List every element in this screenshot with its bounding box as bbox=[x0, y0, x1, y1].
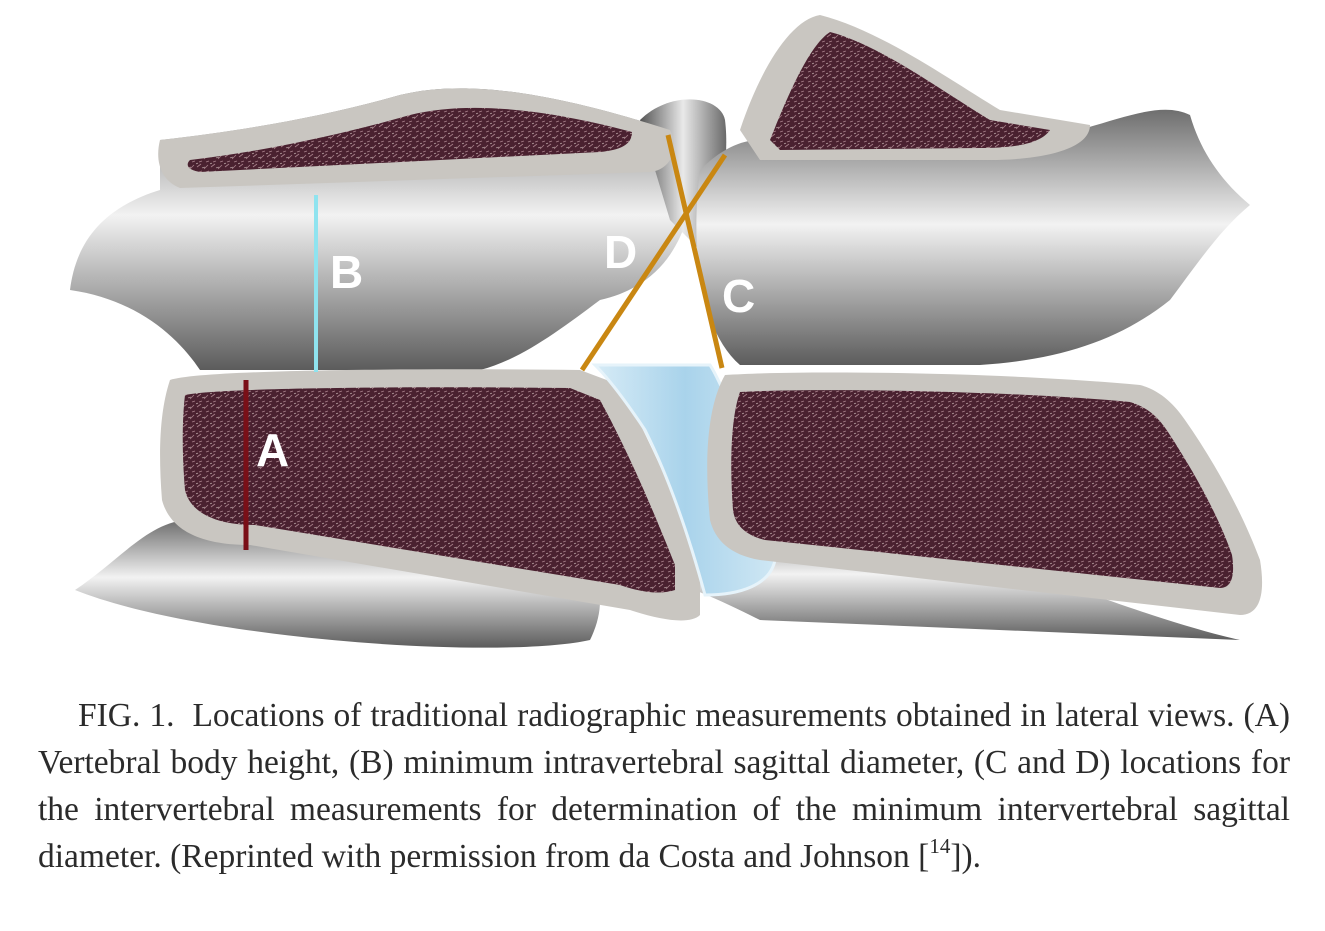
upper-left-cancellous bbox=[187, 107, 632, 172]
caption-text-end: ]). bbox=[950, 838, 982, 875]
label-d: D bbox=[604, 226, 637, 278]
line-c bbox=[665, 134, 725, 369]
caption-text: Locations of traditional radiographic me… bbox=[38, 697, 1291, 875]
caption-fig-prefix-small: IG bbox=[96, 697, 132, 734]
label-c: C bbox=[722, 270, 755, 322]
figure-illustration: A B C D bbox=[70, 15, 1263, 648]
vertebrae-sagittal-section: A B C D bbox=[70, 15, 1263, 648]
lower-right-cancellous bbox=[731, 390, 1234, 588]
upper-right-vertebra bbox=[696, 109, 1250, 365]
line-d bbox=[579, 153, 728, 372]
caption-fig-prefix: F bbox=[78, 697, 97, 734]
lower-left-cancellous bbox=[182, 387, 675, 593]
upper-right-cancellous bbox=[770, 32, 1050, 150]
caption-reference: 14 bbox=[929, 833, 951, 858]
figure-caption: FIG. 1. Locations of traditional radiogr… bbox=[38, 692, 1290, 880]
caption-fig-number: . 1. bbox=[132, 697, 175, 734]
label-b: B bbox=[330, 246, 363, 298]
label-a: A bbox=[256, 424, 289, 476]
